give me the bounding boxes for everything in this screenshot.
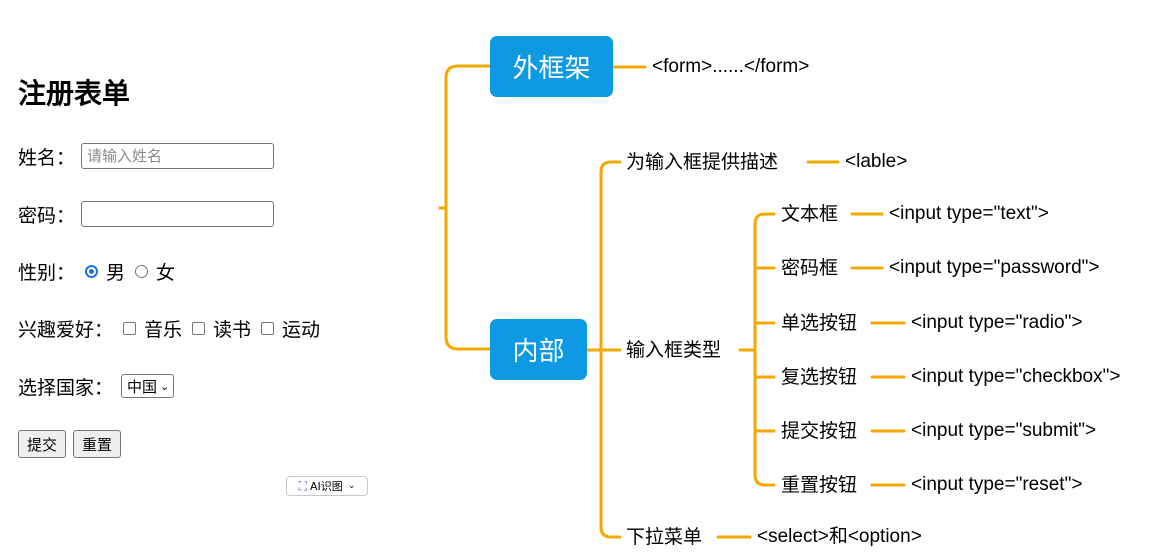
password-row: 密码：: [18, 199, 275, 229]
country-row: 选择国家： 中国 ⌄: [18, 371, 175, 401]
chevron-down-icon: ⌄: [160, 379, 170, 393]
checkbox-reading-label: 读书: [213, 318, 252, 341]
checkbox-node: 复选按钮: [781, 366, 858, 388]
text-field-code: <input type="text">: [889, 203, 1049, 224]
reset-button[interactable]: 重置: [73, 430, 122, 458]
gender-row: 性别： 男 女: [18, 256, 175, 286]
inner-node: 内部: [490, 319, 587, 380]
text-field-node: 文本框: [781, 203, 839, 225]
dropdown-code: <select>和<option>: [757, 526, 922, 547]
ai-badge-label: AI识图: [310, 480, 343, 493]
reset-button-code: <input type="reset">: [911, 474, 1083, 495]
dropdown-node: 下拉菜单: [626, 526, 703, 548]
ai-image-recognition-button[interactable]: ⛶ AI识图 ⌄: [286, 476, 368, 496]
outer-frame-node: 外框架: [490, 36, 613, 97]
desc-code: <lable>: [845, 151, 908, 172]
button-row: 提交 重置: [18, 429, 128, 459]
password-field-node: 密码框: [781, 257, 839, 279]
checkbox-music[interactable]: [123, 321, 137, 335]
checkbox-music-label: 音乐: [144, 318, 183, 341]
desc-node: 为输入框提供描述: [626, 151, 779, 173]
radio-button-code: <input type="radio">: [911, 312, 1083, 333]
password-field-code: <input type="password">: [889, 257, 1100, 278]
name-row: 姓名：: [18, 141, 275, 171]
submit-button-code: <input type="submit">: [911, 420, 1097, 441]
country-label: 选择国家：: [18, 376, 114, 399]
radio-button-node: 单选按钮: [781, 312, 858, 334]
gender-label: 性别：: [18, 261, 76, 284]
radio-male-label: 男: [106, 261, 126, 284]
reset-button-node: 重置按钮: [781, 474, 858, 496]
hobby-row: 兴趣爱好： 音乐 读书 运动: [18, 313, 320, 343]
chevron-down-icon: ⌄: [347, 481, 356, 491]
hobby-label: 兴趣爱好：: [18, 318, 114, 341]
name-input[interactable]: [81, 143, 275, 169]
radio-male[interactable]: [85, 264, 99, 278]
form-title: 注册表单: [18, 77, 131, 110]
password-label: 密码：: [18, 204, 76, 227]
submit-button[interactable]: 提交: [18, 430, 67, 458]
registration-form: 注册表单 姓名： 密码： 性别： 男 女 兴趣爱好： 音乐 读书 运动 选择国家…: [0, 0, 400, 559]
outer-frame-code: <form>......</form>: [652, 56, 810, 77]
checkbox-code: <input type="checkbox">: [911, 366, 1121, 387]
radio-female[interactable]: [135, 264, 149, 278]
password-input[interactable]: [81, 201, 275, 227]
country-select[interactable]: 中国 ⌄: [121, 374, 175, 398]
input-types-node: 输入框类型: [626, 339, 722, 361]
ai-scan-icon: ⛶: [298, 478, 308, 493]
radio-female-label: 女: [156, 261, 176, 284]
checkbox-sports-label: 运动: [282, 318, 321, 341]
checkbox-reading[interactable]: [192, 321, 206, 335]
submit-button-node: 提交按钮: [781, 420, 858, 442]
checkbox-sports[interactable]: [261, 321, 275, 335]
country-select-value: 中国: [127, 377, 158, 396]
name-label: 姓名：: [18, 146, 76, 169]
